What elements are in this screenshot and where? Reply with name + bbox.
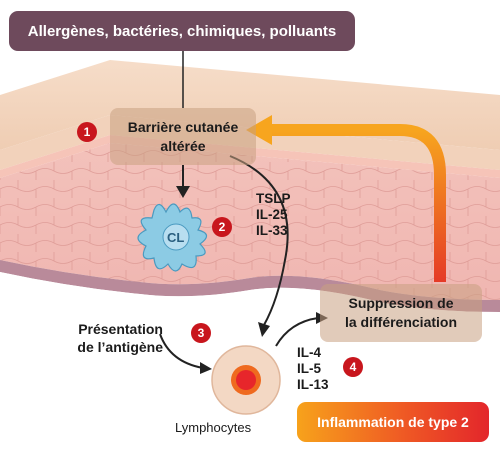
- antigen-presentation-label: Présentation de l’antigène: [35, 320, 163, 356]
- step-badge-1: 1: [77, 122, 97, 142]
- barrier-line-2: altérée: [160, 137, 206, 154]
- cytokine-tslp: TSLP: [256, 191, 291, 206]
- epidermis-cells: [0, 143, 500, 300]
- antigen-line-1: Présentation: [78, 321, 163, 337]
- dendritic-cell: [137, 203, 208, 272]
- cytokine-il13: IL-13: [297, 377, 329, 392]
- barrier-box: Barrière cutanée altérée: [110, 108, 256, 165]
- suppression-line-1: Suppression de: [348, 295, 454, 311]
- step-badge-2: 2: [212, 217, 232, 237]
- arrow-to-suppression: [275, 317, 319, 347]
- suppression-line-2: la différenciation: [344, 314, 458, 330]
- step-badge-3: 3: [191, 323, 211, 343]
- barrier-line-1: Barrière cutanée: [127, 118, 239, 135]
- suppression-box: Suppression de la différenciation: [320, 284, 482, 342]
- orange-feedback-arrow: [270, 124, 446, 282]
- source-box: Allergènes, bactéries, chimiques, pollua…: [9, 11, 355, 51]
- antigen-line-2: de l’antigène: [77, 339, 163, 355]
- inflammation-box: Inflammation de type 2: [297, 402, 489, 442]
- cytokine-il25: IL-25: [256, 207, 288, 222]
- cytokines-lymph: IL-4 IL-5 IL-13: [297, 345, 329, 393]
- step-badge-4: 4: [343, 357, 363, 377]
- arrow-antigen-presentation: [159, 333, 204, 369]
- cytokine-il33: IL-33: [256, 223, 288, 238]
- dendritic-cell-label: CL: [167, 230, 185, 245]
- lymphocytes-label: Lymphocytes: [175, 420, 252, 435]
- cytokines-dc: TSLP IL-25 IL-33: [256, 191, 291, 239]
- lymphocyte: [211, 345, 281, 415]
- cytokine-il5: IL-5: [297, 361, 322, 376]
- cytokine-il4: IL-4: [297, 345, 322, 360]
- arrow-barrier-to-lymph: [229, 155, 289, 326]
